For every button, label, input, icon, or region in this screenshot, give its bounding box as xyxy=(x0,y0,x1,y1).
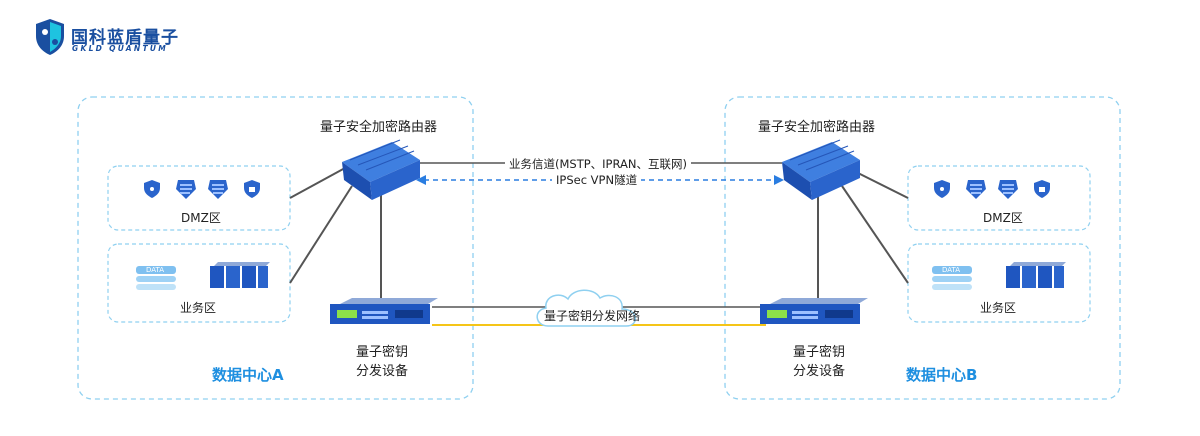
business-channel-label: 业务信道(MSTP、IPRAN、互联网) xyxy=(505,156,691,172)
server-rack-icon-b xyxy=(1006,262,1066,288)
datacenter-a-title: 数据中心A xyxy=(212,366,284,384)
qkd-device-label-b-line2: 分发设备 xyxy=(792,364,845,379)
database-stack-icon-b xyxy=(932,266,972,290)
qkd-network-label: 量子密钥分发网络 xyxy=(544,309,641,323)
router-title-a: 量子安全加密路由器 xyxy=(320,120,438,135)
qkd-device-b-icon xyxy=(760,298,868,324)
data-tag-b: DATA xyxy=(942,266,961,274)
qkd-network-cloud-icon xyxy=(536,289,636,327)
database-stack-icon-a xyxy=(136,266,176,290)
qkd-device-label-a-line2: 分发设备 xyxy=(355,364,408,379)
vpn-arrow-left xyxy=(416,175,426,185)
vpn-arrow-right xyxy=(774,175,784,185)
brand-name-cn: 国科蓝盾量子 xyxy=(71,28,179,48)
dmz-security-icons-a xyxy=(144,180,260,199)
router-title-b: 量子安全加密路由器 xyxy=(758,120,876,135)
datacenter-b-title: 数据中心B xyxy=(906,366,978,384)
dmz-label-b: DMZ区 xyxy=(983,211,1023,225)
link-dmz-router-a xyxy=(289,167,346,199)
brand-name-en: GKLD QUANTUM xyxy=(72,44,169,53)
data-tag-a: DATA xyxy=(146,266,165,274)
qkd-device-label-b-line1: 量子密钥 xyxy=(792,345,845,360)
dmz-label-a: DMZ区 xyxy=(181,211,221,225)
qkd-device-label-a-line1: 量子密钥 xyxy=(355,345,408,360)
qkd-device-label-a: 量子密钥 分发设备 xyxy=(344,343,420,381)
qkd-device-label-b: 量子密钥 分发设备 xyxy=(781,343,857,381)
server-rack-icon-a xyxy=(210,262,270,288)
dmz-security-icons-b xyxy=(934,180,1050,199)
datacenter-a-boundary xyxy=(77,96,474,400)
vpn-tunnel-label: IPSec VPN隧道 xyxy=(552,172,642,188)
brand-logo-icon xyxy=(36,19,64,55)
link-business-router-b xyxy=(841,185,909,284)
router-b-icon xyxy=(782,139,860,200)
router-a-icon xyxy=(342,139,420,200)
link-business-router-a xyxy=(289,185,353,284)
qkd-device-a-icon xyxy=(330,298,438,324)
datacenter-b-boundary xyxy=(724,96,1121,400)
business-label-b: 业务区 xyxy=(980,301,1017,315)
business-label-a: 业务区 xyxy=(180,301,217,315)
